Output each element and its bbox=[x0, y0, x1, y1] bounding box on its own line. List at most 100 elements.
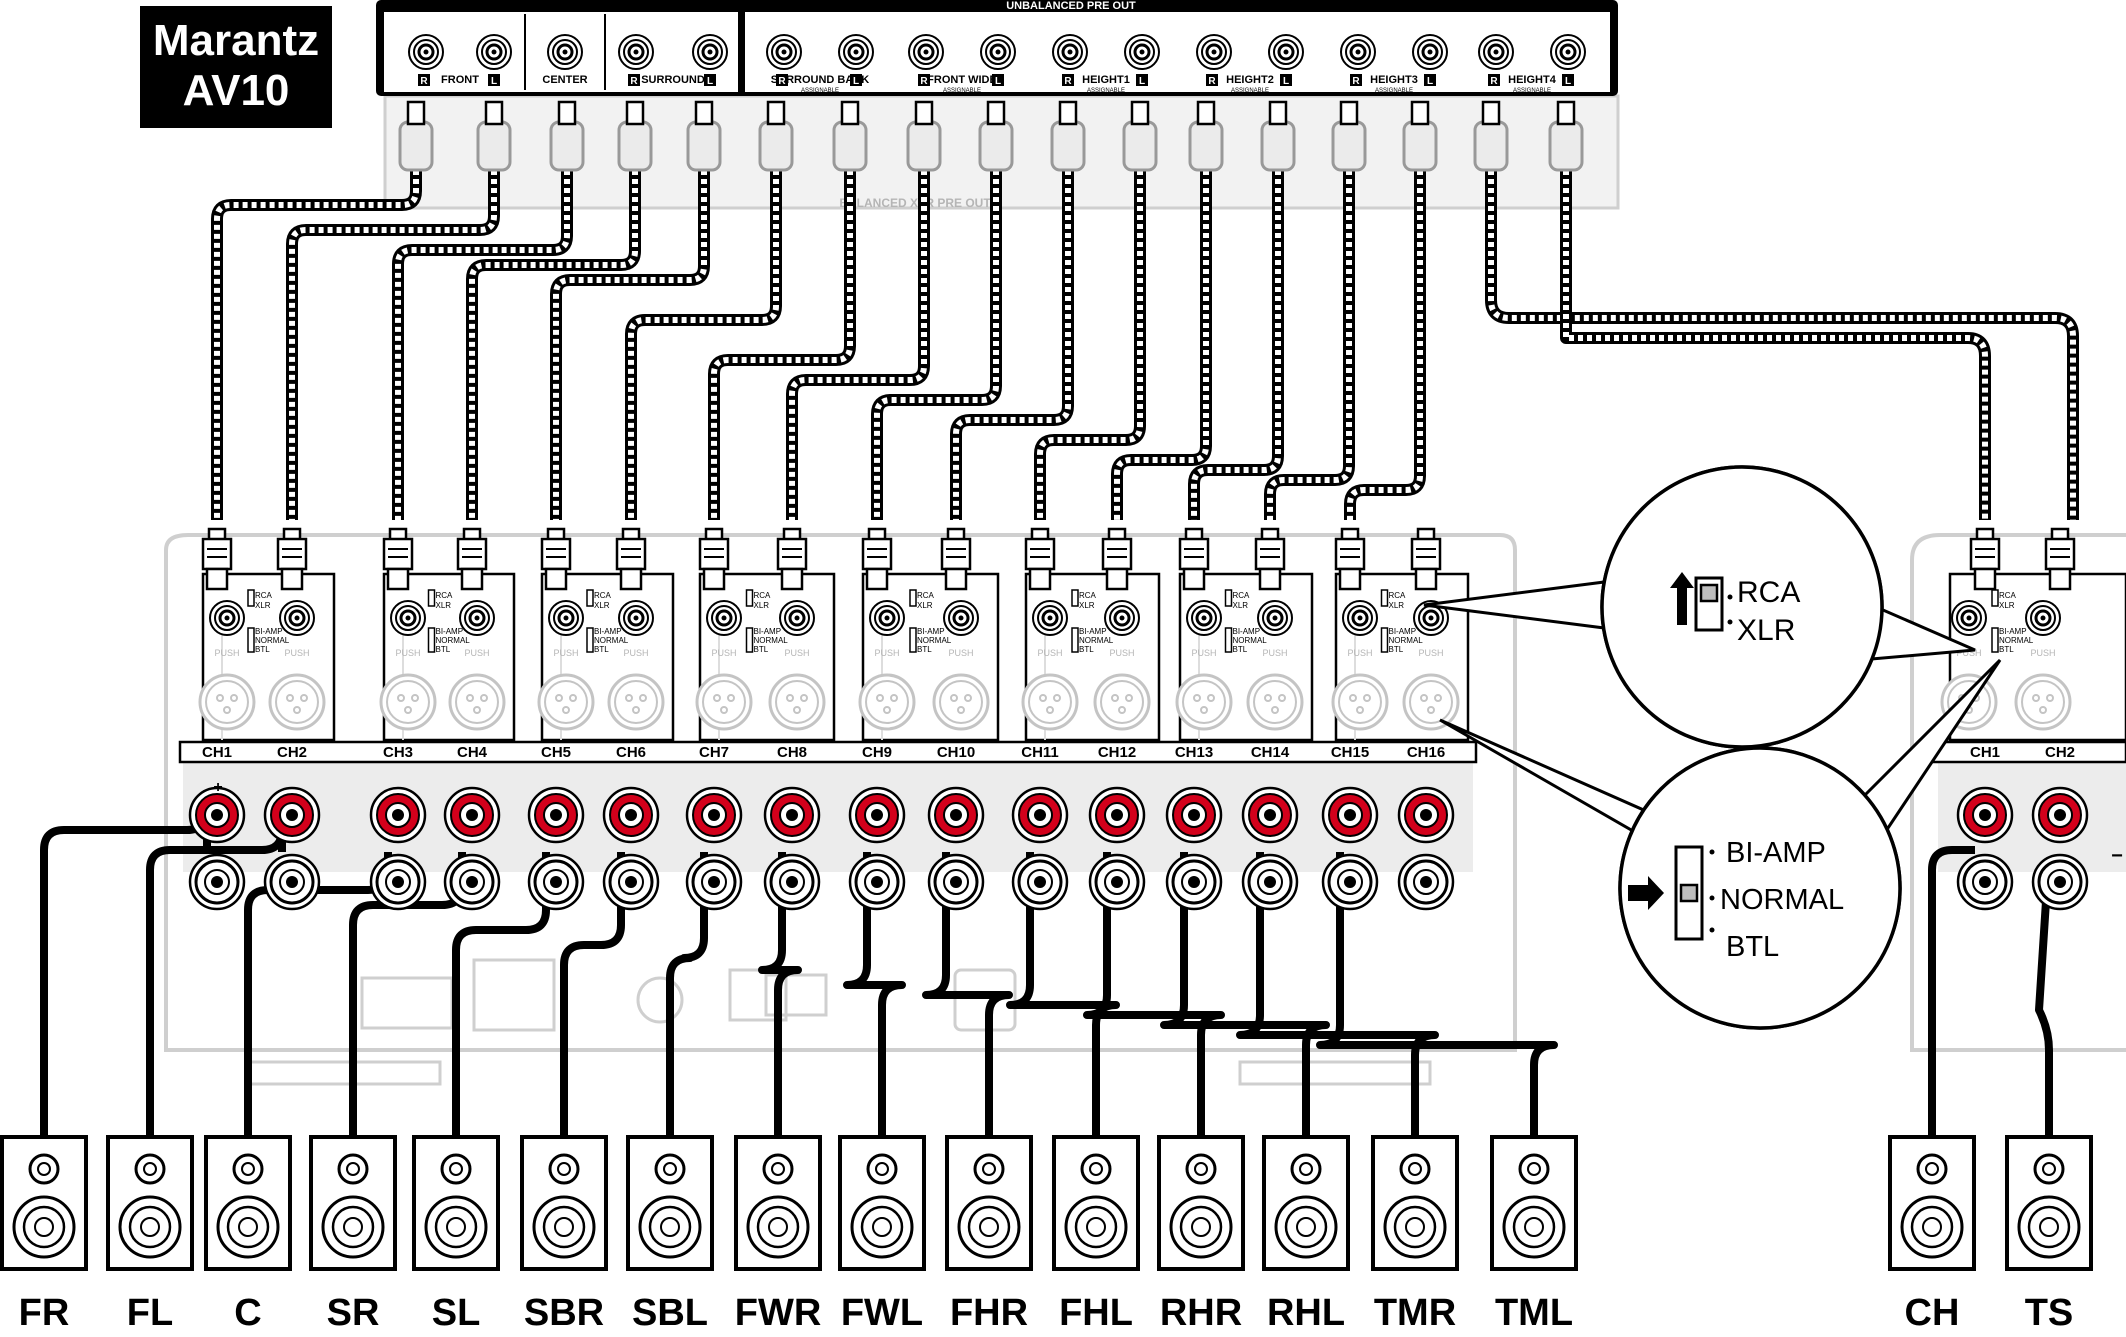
rear-panel-outline bbox=[164, 533, 1517, 1052]
rca-cable-unit2 bbox=[1560, 170, 1991, 520]
switch-label: RCA bbox=[1079, 591, 1097, 600]
switch-label: BTL bbox=[754, 645, 769, 654]
input-switch-knob bbox=[1699, 583, 1719, 603]
speaker-label: FHR bbox=[950, 1292, 1028, 1334]
rca-plug bbox=[1024, 527, 1056, 591]
rca-cable bbox=[1111, 170, 1212, 520]
rca-input-jack bbox=[705, 599, 743, 637]
channel-label: CH9 bbox=[862, 744, 892, 761]
rca-plug bbox=[615, 527, 647, 591]
xlr-input-socket bbox=[932, 673, 990, 731]
r-badge bbox=[418, 74, 430, 86]
switch-label: BI-AMP bbox=[1079, 627, 1107, 636]
r-label: R bbox=[1064, 76, 1072, 87]
speaker bbox=[0, 1135, 88, 1271]
push-label: PUSH bbox=[1347, 648, 1372, 658]
rca-cable bbox=[950, 170, 1074, 520]
rca-cable bbox=[392, 170, 573, 520]
preout-jack bbox=[907, 33, 945, 71]
speaker bbox=[1262, 1135, 1350, 1271]
switch-label: XLR bbox=[1079, 601, 1095, 610]
rca-plug bbox=[940, 527, 972, 591]
switch-label: BTL bbox=[255, 645, 270, 654]
switch-label: NORMAL bbox=[917, 636, 952, 645]
switch-label: BI-AMP bbox=[1233, 627, 1261, 636]
preout-jack bbox=[1123, 33, 1161, 71]
speaker-label: TML bbox=[1495, 1292, 1573, 1334]
dc-control-port bbox=[472, 958, 556, 1032]
channel-label-strip-2 bbox=[1926, 740, 2126, 764]
switch-label: XLR bbox=[1999, 601, 2015, 610]
ch12-negative-terminal bbox=[1088, 853, 1146, 911]
speaker-wire bbox=[1928, 846, 1975, 1135]
switch-label: XLR bbox=[1233, 601, 1249, 610]
speaker bbox=[1157, 1135, 1245, 1271]
switch-label: BI-AMP bbox=[255, 627, 283, 636]
input-switch bbox=[1071, 589, 1079, 607]
xlr-input-socket bbox=[268, 673, 326, 731]
speaker-label: CH bbox=[1905, 1292, 1960, 1334]
speaker-label: SBR bbox=[524, 1292, 604, 1334]
switch-label: BI-AMP bbox=[436, 627, 464, 636]
l-badge bbox=[488, 74, 500, 86]
xlr-option-label: XLR bbox=[1737, 614, 1795, 647]
rca-plug bbox=[382, 527, 414, 591]
l-badge bbox=[1280, 74, 1292, 86]
preout-jack bbox=[1051, 33, 1089, 71]
speaker-wire bbox=[666, 852, 708, 1135]
plus-sign: + bbox=[213, 779, 222, 796]
switch-label: XLR bbox=[255, 601, 271, 610]
mode-switch bbox=[1224, 627, 1233, 653]
r-label: R bbox=[630, 76, 638, 87]
switch-label: BTL bbox=[1999, 645, 2014, 654]
r-badge bbox=[1488, 74, 1500, 86]
ch12-positive-terminal bbox=[1088, 786, 1146, 844]
r-label: R bbox=[778, 76, 786, 87]
rca-input-jack bbox=[942, 599, 980, 637]
push-label: PUSH bbox=[284, 648, 309, 658]
rca-input-jack bbox=[617, 599, 655, 637]
push-label: PUSH bbox=[1191, 648, 1216, 658]
ch9-positive-terminal bbox=[848, 786, 906, 844]
speaker bbox=[1888, 1135, 1976, 1271]
normal-option-label: NORMAL bbox=[1720, 884, 1844, 916]
rca-input-jack bbox=[1031, 599, 1069, 637]
r-badge bbox=[1062, 74, 1074, 86]
l-badge bbox=[992, 74, 1004, 86]
speaker bbox=[1371, 1135, 1459, 1271]
rca-input-jack bbox=[2024, 599, 2062, 637]
rca-cable bbox=[1344, 170, 1426, 520]
r-badge bbox=[1206, 74, 1218, 86]
speaker-wires bbox=[40, 806, 2053, 1135]
rca-plug bbox=[276, 527, 308, 591]
btl-option-label: BTL bbox=[1726, 931, 1779, 963]
assignable-label: ASSIGNABLE bbox=[1231, 88, 1269, 94]
speaker bbox=[204, 1135, 292, 1271]
push-label: PUSH bbox=[2030, 648, 2055, 658]
channel-label: CH6 bbox=[616, 744, 646, 761]
rca-plug bbox=[456, 527, 488, 591]
preout-jack bbox=[691, 33, 729, 71]
push-label: PUSH bbox=[395, 648, 420, 658]
speaker-wire bbox=[40, 806, 211, 1135]
preout-group-label: CENTER bbox=[542, 74, 587, 86]
speaker-label: FR bbox=[19, 1292, 70, 1334]
switch-label: NORMAL bbox=[594, 636, 629, 645]
switch-label: BI-AMP bbox=[754, 627, 782, 636]
channel-label: CH15 bbox=[1331, 744, 1369, 761]
second-panel-outline bbox=[1910, 533, 2126, 1052]
ch7-positive-terminal bbox=[685, 786, 743, 844]
preout-group-label: SURROUND bbox=[641, 74, 705, 86]
flasher-port bbox=[636, 976, 684, 1024]
switch-label: BI-AMP bbox=[1389, 627, 1417, 636]
xlr-input-socket bbox=[695, 673, 753, 731]
switch-label: NORMAL bbox=[1389, 636, 1424, 645]
rca-input-jack bbox=[208, 599, 246, 637]
push-label: PUSH bbox=[874, 648, 899, 658]
channel-label: CH1 bbox=[202, 744, 232, 761]
xlr-input-socket bbox=[858, 673, 916, 731]
r-badge bbox=[918, 74, 930, 86]
speaker bbox=[626, 1135, 714, 1271]
ch4-positive-terminal bbox=[443, 786, 501, 844]
ch3-negative-terminal bbox=[369, 853, 427, 911]
